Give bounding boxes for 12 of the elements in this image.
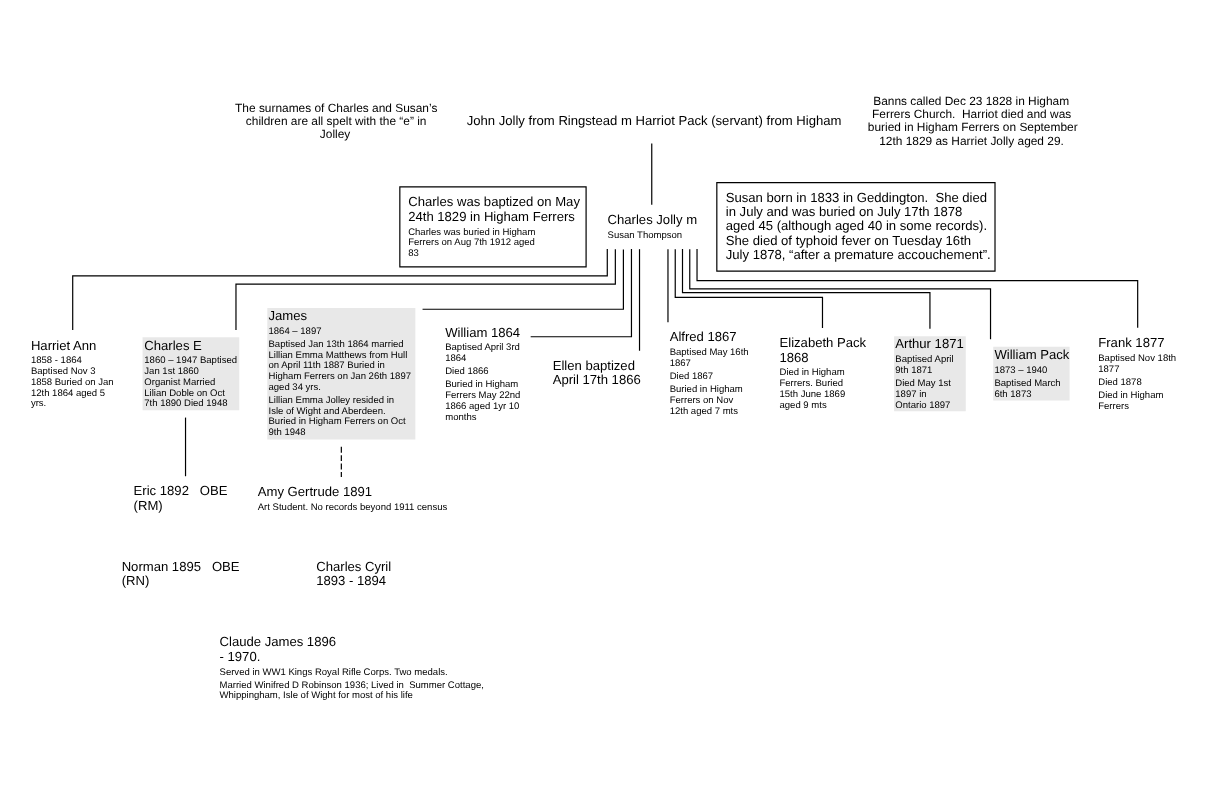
connector xyxy=(421,248,624,310)
connector xyxy=(689,248,992,340)
connector xyxy=(184,416,187,477)
connector xyxy=(696,248,1139,329)
connector xyxy=(72,248,608,331)
connector xyxy=(651,143,653,206)
connector xyxy=(681,248,931,330)
connector xyxy=(674,248,824,329)
connector xyxy=(340,446,342,478)
connector xyxy=(530,248,633,338)
connector xyxy=(638,248,641,352)
connector xyxy=(235,248,616,331)
